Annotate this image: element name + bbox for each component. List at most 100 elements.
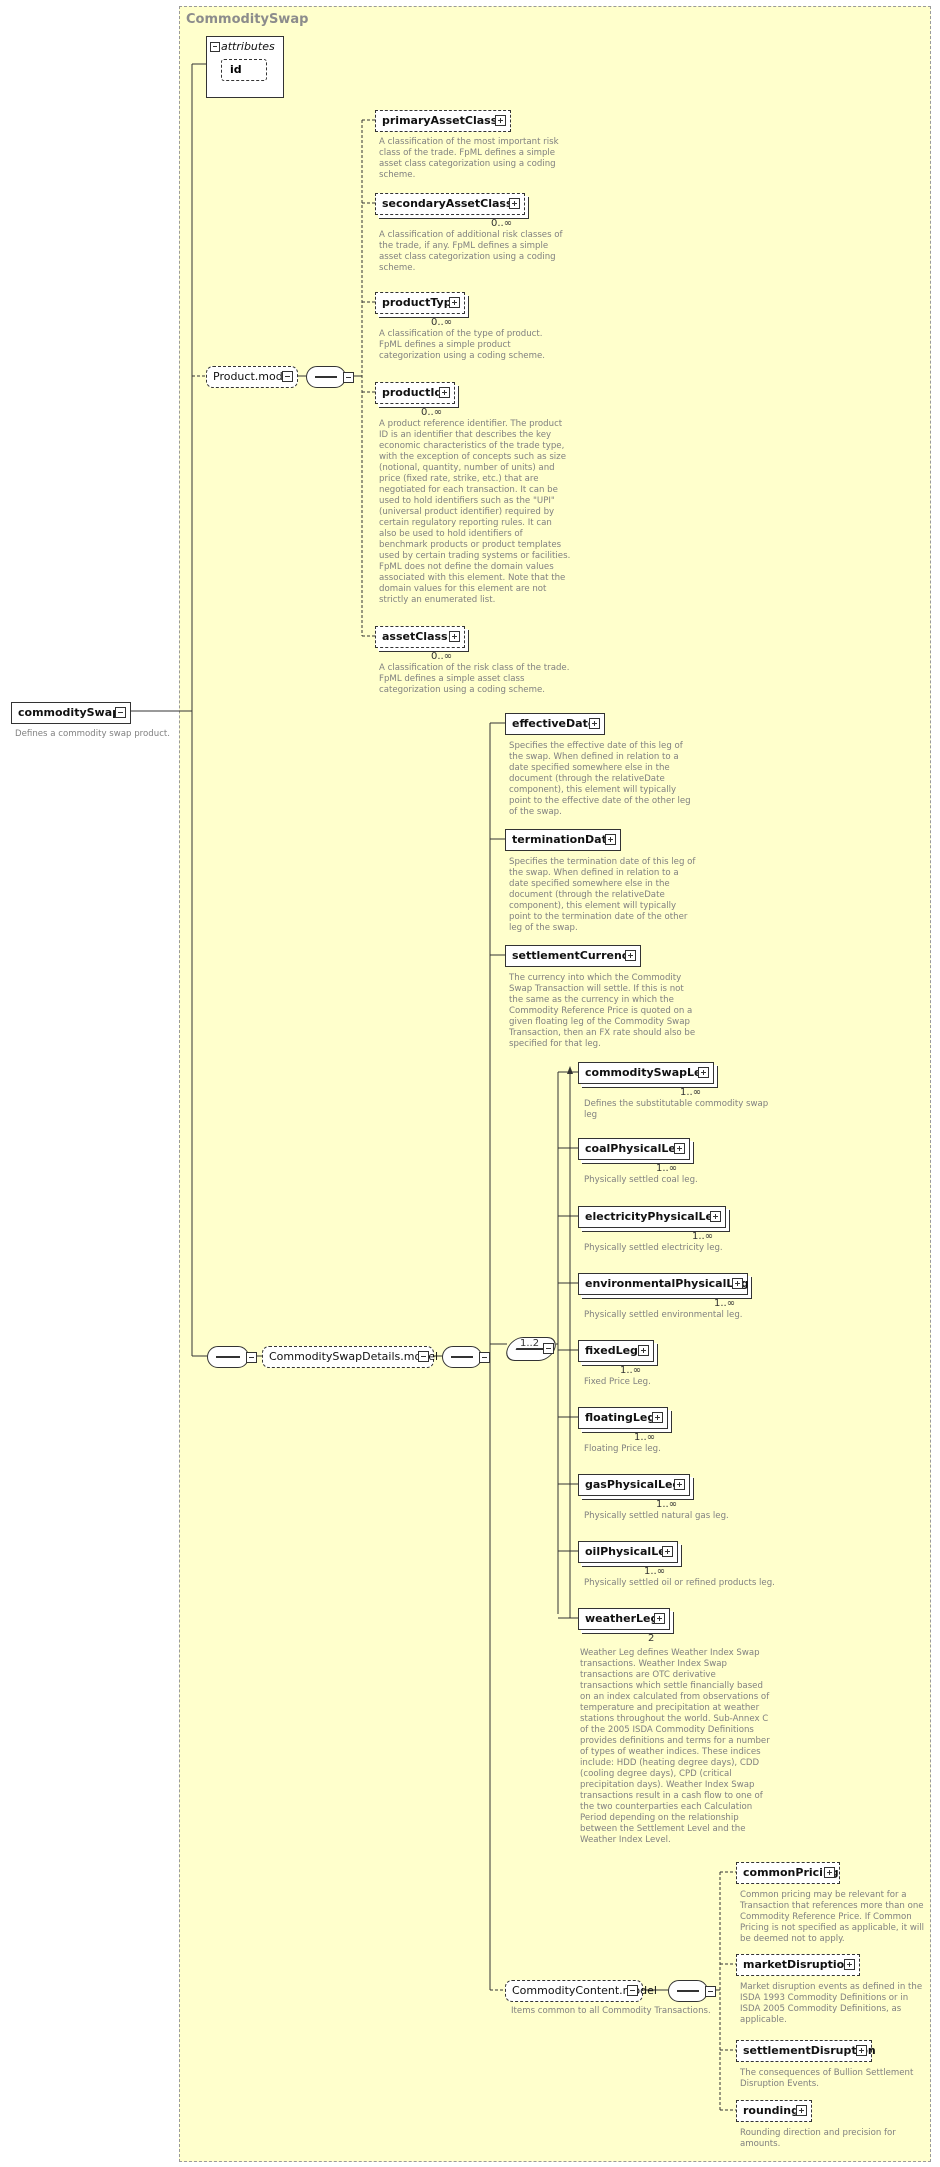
market-disruption-doc: Market disruption events as defined in t… [740,1982,923,2025]
coal-physical-leg-cardinality: 1..∞ [656,1163,678,1174]
termination-date-element-node[interactable]: terminationDate [505,829,621,851]
attributes-box: attributes id [206,36,284,98]
floating-leg-element-node[interactable]: floatingLeg [578,1407,668,1429]
sequence-compositor-icon[interactable] [207,1346,257,1368]
collapse-icon[interactable] [115,707,126,718]
floating-leg-cardinality: 1..∞ [634,1432,656,1443]
root-doc: Defines a commodity swap product. [15,729,171,739]
effective-date-doc: Specifies the effective date of this leg… [509,741,691,817]
product-model-group[interactable]: Product.model [206,366,298,388]
expand-icon[interactable] [698,1067,709,1078]
environmental-physical-leg-element-node[interactable]: environmentalPhysicalLeg [578,1273,749,1295]
commoditycontent-model-group[interactable]: CommodityContent.model [505,1980,657,2002]
expand-icon[interactable] [654,1613,665,1624]
product-model-label: Product.model [213,370,293,383]
environmental-physical-leg-label: environmentalPhysicalLeg [585,1277,749,1290]
gas-physical-leg-element-node[interactable]: gasPhysicalLeg [578,1474,690,1496]
expand-icon[interactable] [605,834,616,845]
product-type-doc: A classification of the type of product.… [379,329,545,361]
common-pricing-element-node[interactable]: commonPricing [736,1862,840,1884]
weather-leg-element-node[interactable]: weatherLeg [578,1608,670,1630]
product-type-cardinality: 0..∞ [431,317,453,328]
electricity-physical-leg-cardinality: 1..∞ [692,1231,714,1242]
oil-physical-leg-element-node[interactable]: oilPhysicalLeg [578,1541,678,1563]
fixed-leg-cardinality: 1..∞ [620,1365,642,1376]
commodity-swap-leg-doc: Defines the substitutable commodity swap… [584,1099,769,1120]
collapse-icon[interactable] [543,1343,554,1354]
rounding-label: rounding [743,2104,799,2117]
frame-title: CommoditySwap [186,12,309,27]
expand-icon[interactable] [732,1278,743,1289]
secondary-asset-class-label: secondaryAssetClass [382,197,513,210]
product-id-element-node[interactable]: productId [375,382,455,404]
fixed-leg-label: fixedLeg [585,1344,638,1357]
expand-icon[interactable] [662,1546,673,1557]
primary-asset-class-element-node[interactable]: primaryAssetClass [375,110,511,132]
sequence-compositor-icon[interactable] [668,1980,716,2002]
content-model-label: CommodityContent.model [512,1984,657,1997]
secondary-asset-class-element-node[interactable]: secondaryAssetClass [375,193,525,215]
collapse-icon[interactable] [210,42,220,52]
product-id-doc: A product reference identifier. The prod… [379,419,571,605]
secondary-asset-class-doc: A classification of additional risk clas… [379,230,563,273]
collapse-icon[interactable] [282,371,293,382]
collapse-icon[interactable] [627,1985,638,1996]
expand-icon[interactable] [449,297,460,308]
root-element-node[interactable]: commoditySwap [11,702,131,724]
settlement-currency-element-node[interactable]: settlementCurrency [505,945,641,967]
commodity-swap-leg-element-node[interactable]: commoditySwapLeg [578,1062,714,1084]
asset-class-element-node[interactable]: assetClass [375,626,465,648]
settlement-currency-label: settlementCurrency [512,949,636,962]
product-type-element-node[interactable]: productType [375,292,465,314]
weather-leg-label: weatherLeg [585,1612,659,1625]
market-disruption-label: marketDisruption [743,1958,853,1971]
id-attribute[interactable]: id [221,59,267,81]
expand-icon[interactable] [439,387,450,398]
primary-asset-class-doc: A classification of the most important r… [379,137,559,180]
electricity-physical-leg-element-node[interactable]: electricityPhysicalLeg [578,1206,726,1228]
asset-class-label: assetClass [382,630,448,643]
environmental-physical-leg-doc: Physically settled environmental leg. [584,1310,743,1320]
gas-physical-leg-cardinality: 1..∞ [656,1499,678,1510]
expand-icon[interactable] [674,1143,685,1154]
effective-date-label: effectiveDate [512,717,596,730]
expand-icon[interactable] [638,1345,649,1356]
commodityswapdetails-model-group[interactable]: CommoditySwapDetails.model [262,1346,438,1368]
market-disruption-element-node[interactable]: marketDisruption [736,1954,860,1976]
fixed-leg-doc: Fixed Price Leg. [584,1377,651,1387]
choice-cardinality: 1..2 [520,1338,540,1349]
effective-date-element-node[interactable]: effectiveDate [505,713,605,735]
expand-icon[interactable] [844,1959,855,1970]
weather-leg-cardinality: 2 [648,1633,655,1644]
termination-date-doc: Specifies the termination date of this l… [509,857,696,933]
commodityswap-frame [179,6,931,2162]
expand-icon[interactable] [652,1412,663,1423]
commodity-swap-leg-cardinality: 1..∞ [680,1087,702,1098]
expand-icon[interactable] [674,1479,685,1490]
expand-icon[interactable] [589,718,600,729]
expand-icon[interactable] [856,2045,867,2056]
asset-class-doc: A classification of the risk class of th… [379,663,570,695]
expand-icon[interactable] [625,950,636,961]
expand-icon[interactable] [449,631,460,642]
commodity-swap-leg-label: commoditySwapLeg [585,1066,710,1079]
expand-icon[interactable] [509,198,520,209]
expand-icon[interactable] [796,2105,807,2116]
content-model-doc: Items common to all Commodity Transactio… [511,2006,711,2016]
collapse-icon[interactable] [418,1351,429,1362]
sequence-compositor-icon[interactable] [442,1346,490,1368]
rounding-element-node[interactable]: rounding [736,2100,812,2122]
settlement-disruption-element-node[interactable]: settlementDisruption [736,2040,876,2062]
fixed-leg-element-node[interactable]: fixedLeg [578,1340,654,1362]
sequence-compositor-icon[interactable] [306,366,354,388]
coal-physical-leg-element-node[interactable]: coalPhysicalLeg [578,1138,690,1160]
expand-icon[interactable] [710,1211,721,1222]
expand-icon[interactable] [824,1867,835,1878]
expand-icon[interactable] [495,115,506,126]
